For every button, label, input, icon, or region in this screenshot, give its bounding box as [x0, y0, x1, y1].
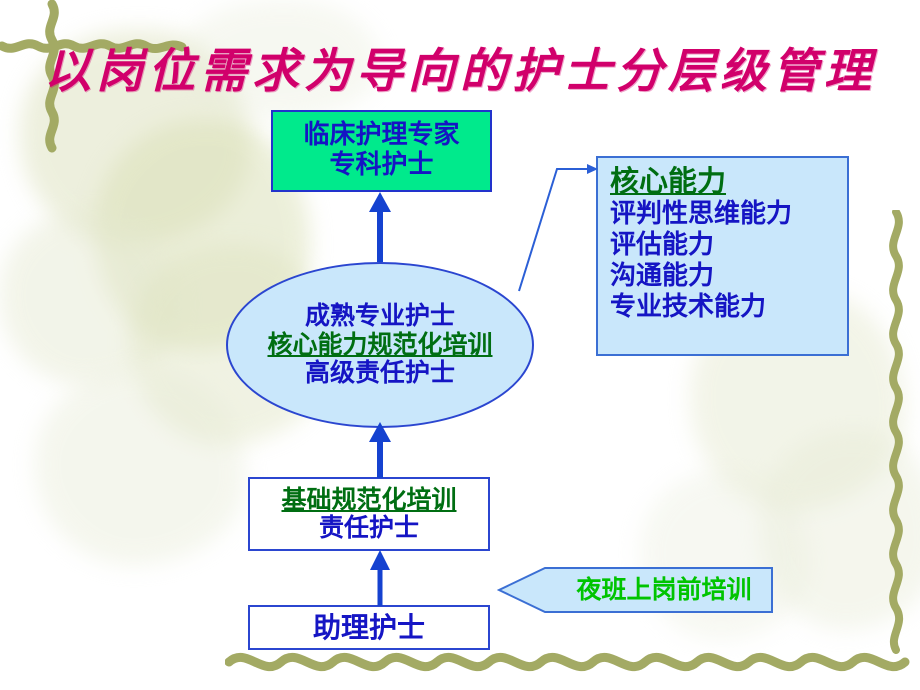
node-clinical-nurse-expert-line1: 临床护理专家: [303, 120, 460, 151]
node-assistant-nurse[interactable]: 助理护士: [248, 605, 490, 650]
watercolor-blossom-icon: [640, 470, 810, 640]
node-night-shift-pretraining-callout[interactable]: 夜班上岗前培训: [496, 566, 774, 614]
vine-branch-top-left-icon: [0, 0, 187, 153]
node-core-competency-item-1: 评估能力: [610, 229, 715, 260]
node-core-competency-item-3: 专业技术能力: [610, 292, 767, 323]
node-night-shift-pretraining-label: 夜班上岗前培训: [576, 575, 752, 604]
node-clinical-nurse-expert[interactable]: 临床护理专家 专科护士: [271, 110, 492, 192]
arrow-assistant-to-basic: [370, 550, 390, 606]
node-core-competency-item-0: 评判性思维能力: [610, 198, 793, 229]
node-basic-training-line1: 基础规范化培训: [281, 484, 457, 514]
page-title: 以岗位需求为导向的护士分层级管理: [44, 44, 876, 99]
node-basic-standardized-training[interactable]: 基础规范化培训 责任护士: [248, 477, 490, 551]
left-arrow-shape-icon: [496, 567, 773, 613]
node-core-competency-item-2: 沟通能力: [610, 261, 715, 292]
node-clinical-nurse-expert-line2: 专科护士: [329, 150, 434, 180]
node-assistant-nurse-label: 助理护士: [312, 610, 425, 644]
arrow-ellipse-to-core: [518, 164, 598, 292]
node-basic-training-line2: 责任护士: [318, 513, 419, 542]
node-core-competency-title: 核心能力: [610, 164, 727, 198]
node-mature-professional-nurse[interactable]: 成熟专业护士 核心能力规范化培训 高级责任护士: [226, 262, 534, 428]
arrow-basic-to-ellipse: [369, 422, 391, 478]
node-core-competency[interactable]: 核心能力 评判性思维能力 评估能力 沟通能力 专业技术能力: [596, 156, 849, 356]
watercolor-blossom-icon: [35, 370, 245, 565]
node-mature-nurse-line1: 成熟专业护士: [304, 301, 455, 331]
arrow-ellipse-to-expert: [369, 192, 391, 262]
vine-branch-right-icon: [889, 210, 904, 654]
node-mature-nurse-line3: 高级责任护士: [304, 358, 455, 388]
watercolor-blossom-icon: [0, 210, 180, 385]
watercolor-blossom-icon: [760, 430, 920, 630]
node-mature-nurse-line2: 核心能力规范化培训: [267, 329, 493, 359]
